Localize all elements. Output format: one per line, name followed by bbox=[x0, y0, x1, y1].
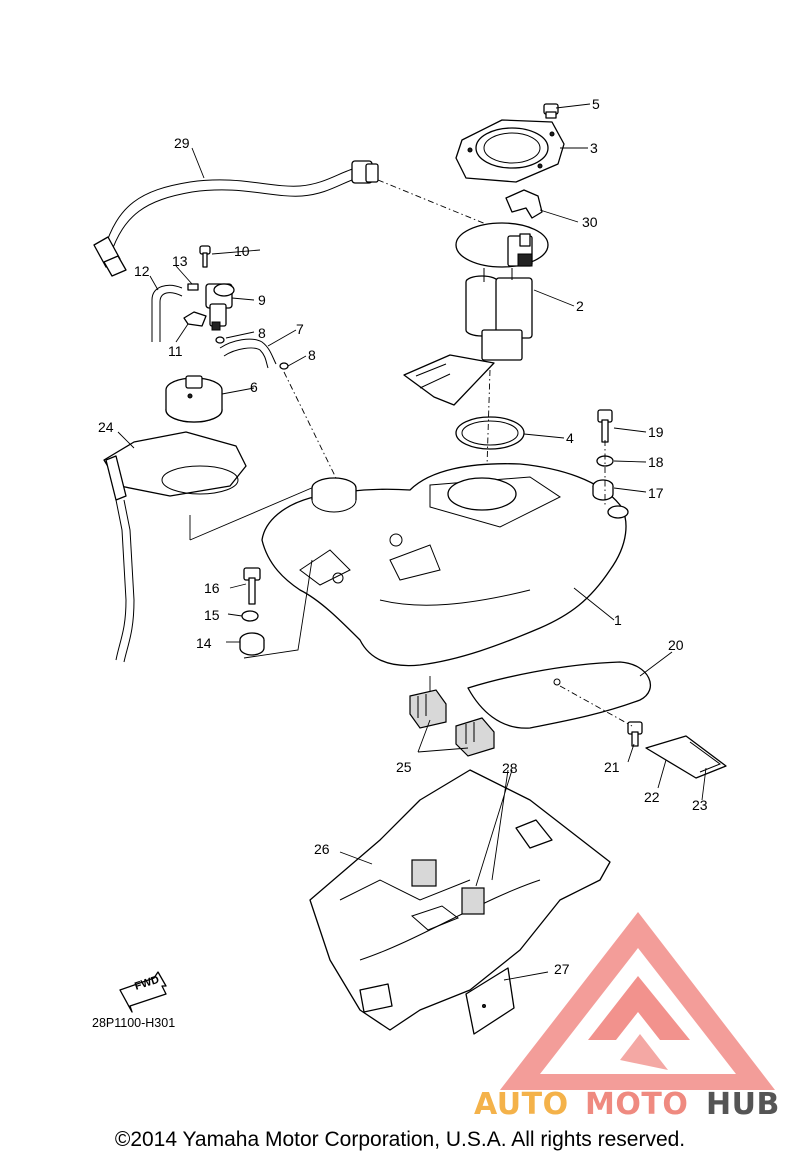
part-21-bolt bbox=[627, 721, 643, 747]
part-20-shield bbox=[467, 661, 652, 729]
part-1-fuel-tank bbox=[261, 463, 629, 667]
part-6-fuel-cap bbox=[165, 375, 223, 423]
part-29-hose bbox=[93, 160, 379, 277]
callout-labels: 5 3 30 2 4 1 19 18 17 20 21 22 23 6 10 9… bbox=[98, 96, 708, 977]
callout-27: 27 bbox=[554, 961, 570, 977]
part-7-hose bbox=[219, 338, 277, 369]
part-25-damper-left bbox=[409, 689, 447, 729]
part-22-plate bbox=[645, 735, 727, 779]
callout-7: 7 bbox=[296, 321, 304, 337]
part-5-nut bbox=[543, 103, 559, 119]
callout-11: 11 bbox=[168, 343, 183, 359]
callout-3: 3 bbox=[590, 140, 598, 156]
callout-10: 10 bbox=[234, 243, 250, 259]
callout-17: 17 bbox=[648, 485, 664, 501]
callout-5: 5 bbox=[592, 96, 600, 112]
callout-24: 24 bbox=[98, 419, 114, 435]
callout-21: 21 bbox=[604, 759, 620, 775]
part-19-bolt bbox=[597, 409, 613, 443]
bolt-21-route-line bbox=[559, 685, 633, 727]
callout-13: 13 bbox=[172, 253, 188, 269]
callout-16: 16 bbox=[204, 580, 220, 596]
part-27-label bbox=[465, 967, 515, 1035]
part-30-clip bbox=[505, 189, 543, 219]
callout-12: 12 bbox=[134, 263, 150, 279]
callout-25: 25 bbox=[396, 759, 412, 775]
part-16-bolt bbox=[243, 567, 261, 605]
drawing-code: 28P1100-H301 bbox=[92, 1016, 175, 1030]
callout-30: 30 bbox=[582, 214, 598, 230]
part-23-label bbox=[689, 741, 722, 773]
part-25-damper-right bbox=[455, 717, 495, 757]
watermark-auto: AUTO bbox=[474, 1087, 569, 1122]
part-2-fuel-pump bbox=[403, 222, 549, 406]
copyright-notice: ©2014 Yamaha Motor Corporation, U.S.A. A… bbox=[114, 1128, 686, 1151]
callout-20: 20 bbox=[668, 637, 684, 653]
part-11-bracket bbox=[183, 311, 207, 327]
part-13-clip bbox=[187, 283, 199, 291]
callout-6: 6 bbox=[250, 379, 258, 395]
part-4-gasket bbox=[455, 416, 525, 450]
callout-23: 23 bbox=[692, 797, 708, 813]
cap-route-line bbox=[189, 477, 336, 541]
watermark-hub: HUB bbox=[706, 1087, 780, 1122]
automotohub-watermark-text: AUTO MOTO HUB bbox=[474, 1087, 780, 1122]
part-14-damper bbox=[239, 632, 265, 656]
part-15-collar bbox=[241, 610, 259, 622]
fwd-arrow-icon: FWD bbox=[119, 971, 167, 1013]
part-12-hose bbox=[151, 284, 183, 342]
callout-15: 15 bbox=[204, 607, 220, 623]
part-17-damper bbox=[592, 479, 614, 501]
part-24-cover bbox=[103, 431, 247, 663]
callout-22: 22 bbox=[644, 789, 660, 805]
callout-14: 14 bbox=[196, 635, 212, 651]
part-8-clip-upper bbox=[215, 336, 225, 344]
part-10-bolt bbox=[199, 245, 211, 268]
leader-lines bbox=[117, 103, 707, 981]
hose-7-route-line bbox=[283, 371, 337, 479]
left-mount-route bbox=[243, 559, 313, 659]
callout-28: 28 bbox=[502, 760, 518, 776]
callout-8: 8 bbox=[258, 325, 266, 341]
part-26-lower-cover bbox=[309, 769, 611, 1031]
part-9-valve bbox=[205, 283, 235, 331]
callout-8-second: 8 bbox=[308, 347, 316, 363]
callout-18: 18 bbox=[648, 454, 664, 470]
part-8-clip-lower bbox=[279, 362, 289, 370]
callout-9: 9 bbox=[258, 292, 266, 308]
callout-26: 26 bbox=[314, 841, 330, 857]
pump-route-line bbox=[485, 369, 491, 499]
callout-1: 1 bbox=[614, 612, 622, 628]
callout-29: 29 bbox=[174, 135, 190, 151]
callout-2: 2 bbox=[576, 298, 584, 314]
automotohub-logo-icon bbox=[500, 912, 775, 1090]
callout-4: 4 bbox=[566, 430, 574, 446]
part-3-retainer-plate bbox=[455, 119, 565, 183]
callout-19: 19 bbox=[648, 424, 664, 440]
watermark-moto: MOTO bbox=[585, 1087, 688, 1122]
